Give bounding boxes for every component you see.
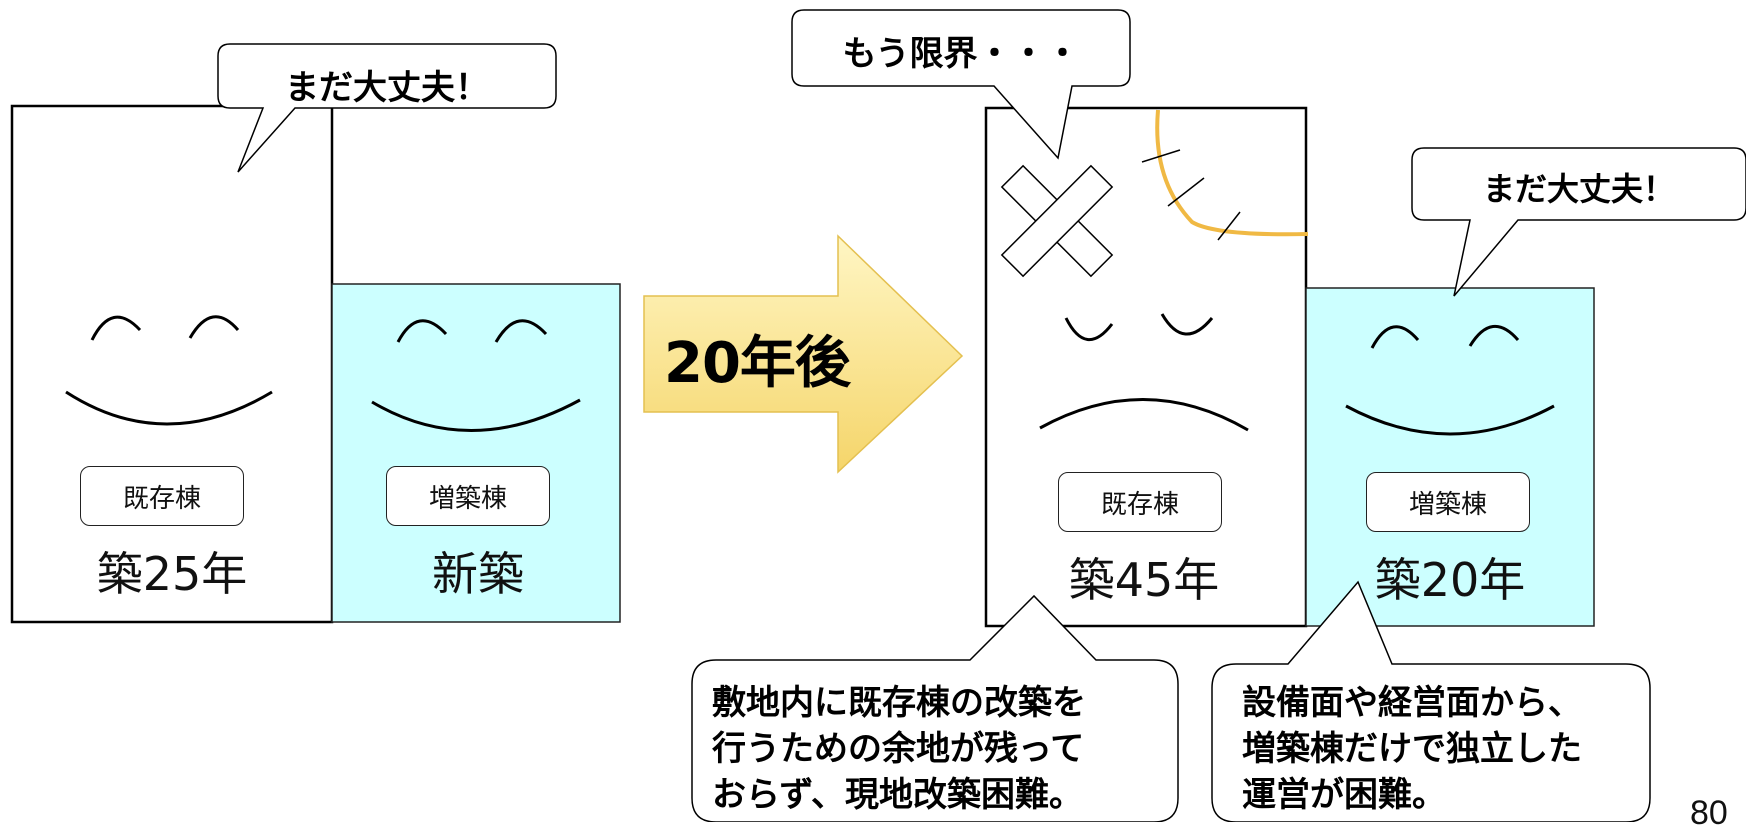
after-annex-label: 増築棟 bbox=[1366, 472, 1530, 532]
after-annex-speech-bubble bbox=[1411, 147, 1746, 297]
bandage-icon bbox=[1000, 164, 1114, 278]
before-annex-age: 新築 bbox=[432, 547, 524, 601]
before-existing-building bbox=[10, 104, 334, 624]
before-existing-age: 築25年 bbox=[96, 547, 248, 601]
crack-stitch-icon bbox=[1141, 109, 1309, 241]
before-existing-speech: まだ大丈夫！ bbox=[285, 68, 489, 108]
before-existing-smile-face bbox=[65, 315, 273, 426]
before-annex-building bbox=[331, 283, 621, 623]
page-number: 80 bbox=[1690, 794, 1728, 832]
right-note-text: 設備面や経営面から、 増築棟だけで独立した 運営が困難。 bbox=[1242, 683, 1582, 815]
transition-label: 20年後 bbox=[664, 331, 851, 396]
after-existing-speech-bubble bbox=[791, 9, 1131, 160]
after-existing-speech: もう限界・・・ bbox=[842, 34, 1080, 74]
after-annex-smile-face bbox=[1345, 324, 1555, 436]
after-annex-speech: まだ大丈夫！ bbox=[1482, 170, 1675, 208]
after-annex-building bbox=[1305, 287, 1595, 627]
after-existing-sad-face bbox=[1039, 313, 1249, 432]
before-annex-label: 増築棟 bbox=[386, 466, 550, 526]
after-annex-age: 築20年 bbox=[1374, 553, 1526, 607]
transition-arrow bbox=[643, 234, 964, 474]
before-existing-label: 既存棟 bbox=[80, 466, 244, 526]
left-note-text: 敷地内に既存棟の改築を 行うための余地が残って おらず、現地改築困難。 bbox=[712, 683, 1086, 815]
before-speech-bubble bbox=[217, 43, 557, 173]
after-existing-age: 築45年 bbox=[1068, 553, 1220, 607]
after-existing-label: 既存棟 bbox=[1058, 472, 1222, 532]
before-annex-smile-face bbox=[371, 319, 581, 432]
